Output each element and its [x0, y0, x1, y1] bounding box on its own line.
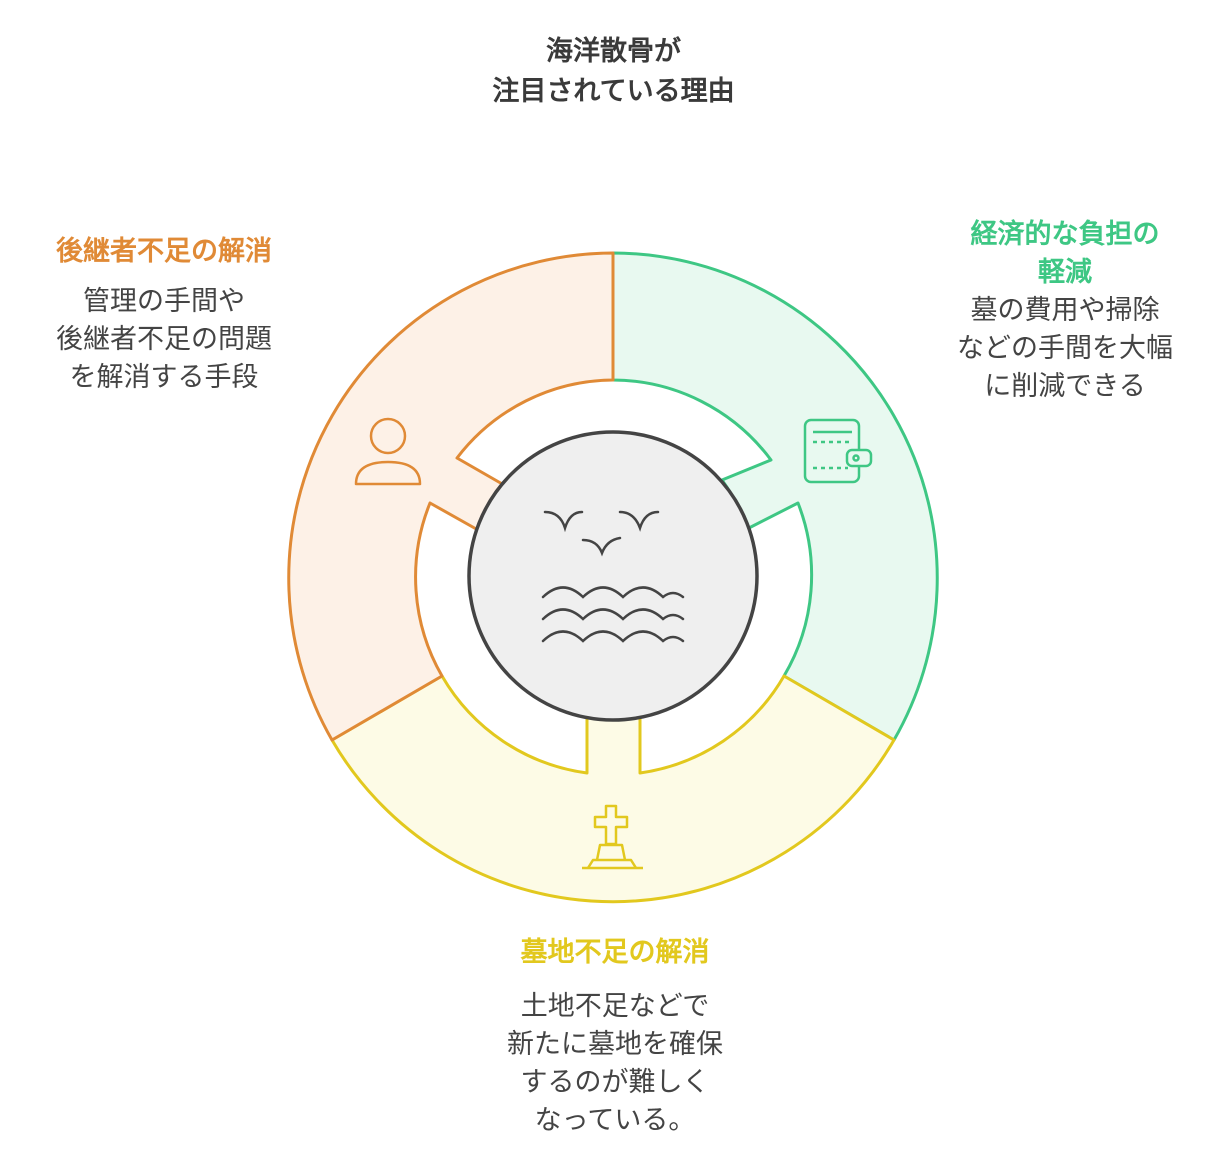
- segment-left: [287, 251, 615, 742]
- section-left-heading: 後継者不足の解消: [56, 236, 272, 267]
- grave-cross-icon: [582, 804, 643, 870]
- section-left-line-1: 管理の手間や: [83, 286, 245, 317]
- section-right-line-3: に削減できる: [984, 371, 1146, 402]
- section-left: 後継者不足の解消 管理の手間や 後継者不足の問題 を解消する手段: [24, 233, 304, 397]
- section-bottom-heading: 墓地不足の解消: [520, 937, 710, 968]
- section-right: 経済的な負担の 軽減 墓の費用や掃除 などの手間を大幅 に削減できる: [925, 216, 1205, 406]
- section-left-line-2: 後継者不足の問題: [56, 324, 272, 355]
- section-left-line-3: を解消する手段: [69, 362, 259, 393]
- section-bottom-text: 土地不足などで 新たに墓地を確保 するのが難しく なっている。: [470, 988, 760, 1140]
- title-line-1: 海洋散骨が: [546, 36, 681, 67]
- center-circle: [467, 430, 759, 722]
- page-title: 海洋散骨が 注目されている理由: [0, 32, 1227, 112]
- user-icon: [354, 417, 422, 486]
- section-bottom-line-1: 土地不足などで: [520, 991, 710, 1022]
- section-bottom: 墓地不足の解消 土地不足などで 新たに墓地を確保 するのが難しく なっている。: [470, 934, 760, 1140]
- section-right-heading-line-2: 軽減: [1038, 257, 1092, 288]
- section-bottom-line-2: 新たに墓地を確保: [507, 1029, 723, 1060]
- title-line-2: 注目されている理由: [492, 76, 735, 107]
- section-right-line-1: 墓の費用や掃除: [970, 295, 1160, 326]
- section-bottom-line-3: するのが難しく: [520, 1067, 710, 1098]
- section-right-line-2: などの手間を大幅: [957, 333, 1173, 364]
- section-right-text: 墓の費用や掃除 などの手間を大幅 に削減できる: [925, 292, 1205, 406]
- wallet-icon: [803, 418, 873, 484]
- section-left-text: 管理の手間や 後継者不足の問題 を解消する手段: [24, 283, 304, 397]
- sea-birds-waves-icon: [541, 510, 685, 643]
- section-bottom-line-4: なっている。: [534, 1105, 696, 1136]
- section-right-heading-line-1: 経済的な負担の: [970, 219, 1160, 250]
- section-right-heading: 経済的な負担の 軽減: [925, 216, 1205, 292]
